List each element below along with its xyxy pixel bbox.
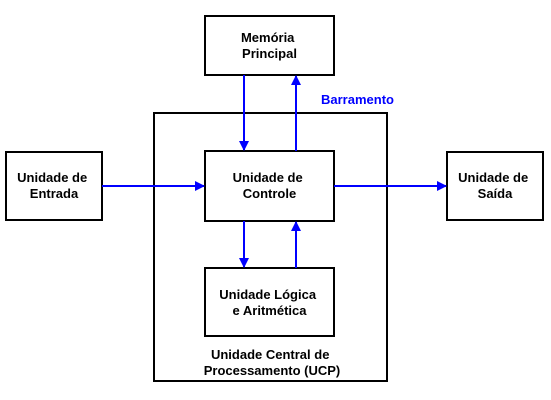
output-unit-box	[446, 151, 544, 221]
bus-label: Barramento	[321, 92, 394, 107]
alu-label-line1: Unidade Lógica	[219, 287, 317, 302]
control-unit-label-line2: Controle	[243, 186, 296, 201]
output-unit-label: Unidade de Saída	[458, 170, 532, 201]
memory-label: Memória Principal	[241, 30, 298, 61]
input-unit-box	[5, 151, 103, 221]
control-unit-label: Unidade de Controle	[233, 170, 307, 201]
memory-label-line1: Memória	[241, 30, 295, 45]
alu-box	[204, 267, 335, 337]
memory-label-line2: Principal	[242, 46, 297, 61]
memory-box	[204, 15, 335, 76]
cpu-label: Unidade Central de Processamento (UCP)	[204, 347, 341, 378]
cpu-label-line2: Processamento (UCP)	[204, 363, 341, 378]
alu-label: Unidade Lógica e Aritmética	[219, 287, 319, 318]
input-unit-label-line1: Unidade de	[17, 170, 87, 185]
cpu-label-line1: Unidade Central de	[211, 347, 329, 362]
input-unit-label: Unidade de Entrada	[17, 170, 91, 201]
control-unit-label-line1: Unidade de	[233, 170, 303, 185]
alu-label-line2: e Aritmética	[233, 303, 308, 318]
output-unit-label-line1: Unidade de	[458, 170, 528, 185]
input-unit-label-line2: Entrada	[30, 186, 79, 201]
output-unit-label-line2: Saída	[478, 186, 513, 201]
control-unit-box	[204, 150, 335, 222]
